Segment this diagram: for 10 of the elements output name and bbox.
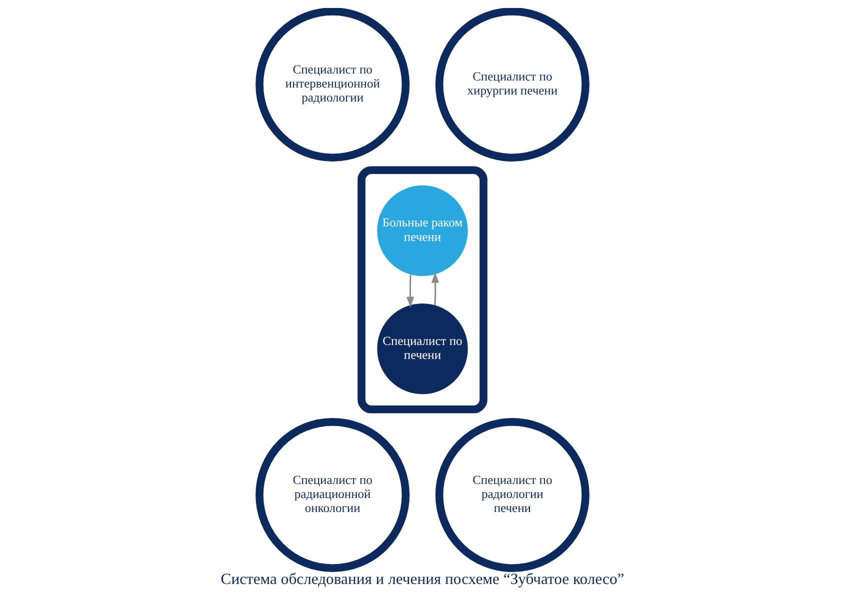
cluster (357, 166, 487, 414)
node-circle: Специалист по интервенционной радиологии (255, 8, 410, 162)
arrow (431, 272, 439, 306)
node-circle: Специалист по печени (376, 303, 468, 394)
diagram-title: Система обследования и лечения посхеме “Зубчатое колесо” (220, 570, 624, 588)
node-circle: Специалист по хирургии печени (434, 8, 589, 162)
node-circle: Специалист по радиационной онкологии (255, 418, 410, 572)
node-circle: Больные раком печени (376, 185, 468, 276)
arrow (406, 274, 414, 308)
node-circle: Специалист по радиологии печени (434, 418, 589, 572)
